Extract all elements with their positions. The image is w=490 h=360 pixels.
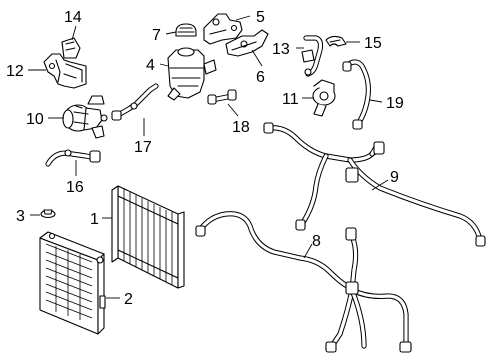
part-9-hose-assembly <box>263 122 486 247</box>
part-6-bracket <box>225 29 269 57</box>
callout-12: 12 <box>6 63 24 80</box>
callout-5: 5 <box>256 9 265 26</box>
part-1-radiator <box>111 185 185 289</box>
callout-19: 19 <box>386 95 404 112</box>
part-12-mount-bracket <box>43 53 87 89</box>
callout-8: 8 <box>312 233 321 250</box>
part-3-grommet <box>40 209 56 219</box>
part-10-water-pump <box>62 95 108 139</box>
callout-3: 3 <box>16 208 25 225</box>
part-18-connector <box>207 89 237 105</box>
callout-4: 4 <box>146 57 155 74</box>
callout-1: 1 <box>90 211 99 228</box>
part-7-reservoir-cap <box>175 23 197 37</box>
callout-16: 16 <box>66 179 84 196</box>
leader-lines <box>28 15 389 299</box>
callout-11: 11 <box>282 91 299 108</box>
callout-7: 7 <box>152 27 161 44</box>
part-16-hose <box>45 149 101 167</box>
part-17-hose <box>111 83 159 121</box>
part-4-expansion-tank <box>167 47 217 101</box>
callout-14: 14 <box>64 9 82 26</box>
callout-9: 9 <box>390 169 399 186</box>
callout-18: 18 <box>232 119 250 136</box>
part-15-clamp <box>325 35 347 47</box>
callout-10: 10 <box>26 111 44 128</box>
part-19-hose <box>342 59 371 130</box>
part-5-bracket <box>203 13 243 45</box>
part-14-bracket <box>61 37 81 59</box>
part-11-electric-pump <box>312 79 336 117</box>
callout-2: 2 <box>124 291 133 308</box>
callout-13: 13 <box>272 41 290 58</box>
callout-17: 17 <box>134 139 152 156</box>
callout-15: 15 <box>364 35 382 52</box>
part-2-aux-radiator <box>39 231 106 335</box>
part-8-hose-assembly <box>195 211 412 353</box>
callout-6: 6 <box>256 69 265 86</box>
part-13-hose <box>301 35 324 77</box>
